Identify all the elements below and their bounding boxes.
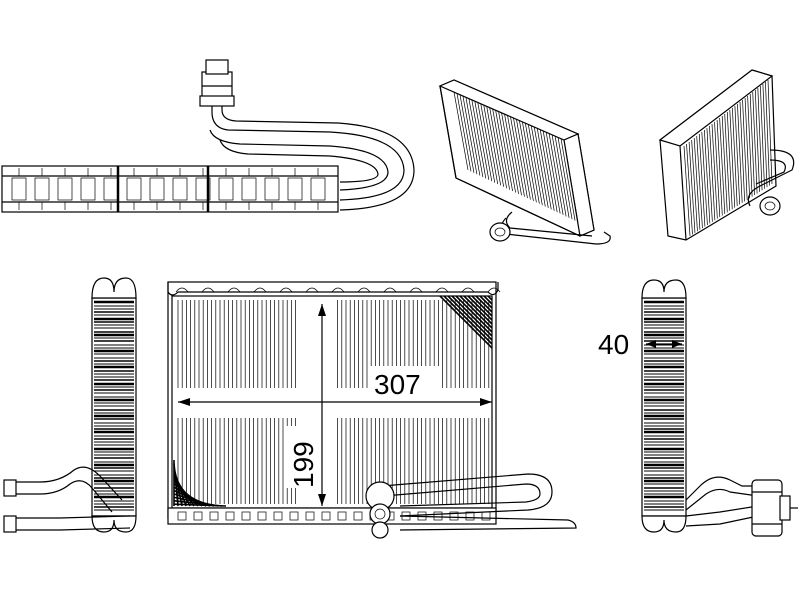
right-side-view: 40 (598, 279, 798, 537)
front-view: 307 199 (167, 281, 577, 539)
depth-dimension-label: 40 (598, 329, 629, 360)
depth-dimension: 40 (598, 329, 682, 360)
height-dimension-label: 199 (288, 441, 319, 488)
width-dimension: 307 (178, 366, 492, 406)
isometric-front-view (438, 79, 611, 245)
left-side-view (3, 277, 137, 533)
width-dimension-label: 307 (374, 369, 421, 400)
isometric-back-view (658, 69, 795, 241)
height-dimension: 199 (286, 304, 326, 506)
top-view (1, 59, 415, 213)
